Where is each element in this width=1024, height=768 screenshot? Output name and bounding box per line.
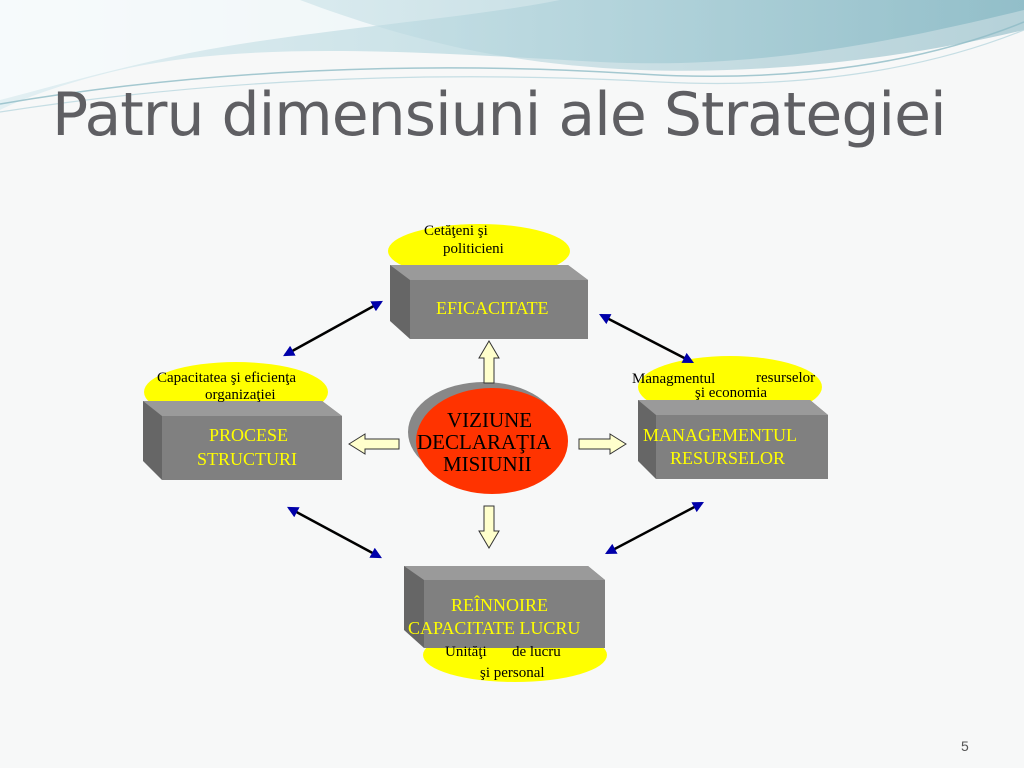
bottom-stakeholder-line2: şi personal — [480, 665, 545, 681]
right-stakeholder-part1: Managmentul — [632, 371, 716, 387]
slide-title: Patru dimensiuni ale Strategiei — [52, 80, 947, 150]
bottom-box-line1: REÎNNOIRE — [451, 595, 548, 615]
center-line2: DECLARAŢIA — [417, 430, 552, 454]
left-stakeholder-line2: organizaţiei — [205, 387, 276, 403]
center-line1: VIZIUNE — [447, 408, 533, 432]
center-line3: MISIUNII — [443, 452, 532, 476]
arrow-top-right — [599, 313, 694, 364]
arrow-top-left — [283, 300, 383, 357]
top-stakeholder-ellipse — [388, 224, 570, 278]
top-stakeholder-line2: politicieni — [443, 241, 504, 257]
right-box-line1: MANAGEMENTUL — [643, 425, 797, 445]
right-box-line2: RESURSELOR — [670, 448, 786, 468]
block-arrow-right — [578, 433, 627, 455]
top-stakeholder-line1: Cetăţeni şi — [424, 223, 488, 239]
right-stakeholder-line2: şi economia — [695, 385, 768, 401]
top-box-label: EFICACITATE — [436, 298, 549, 318]
bottom-stakeholder-part2: de lucru — [512, 644, 561, 660]
block-arrow-up — [478, 340, 500, 384]
header-waves — [0, 0, 1024, 113]
left-box-line2: STRUCTURI — [197, 449, 298, 469]
bottom-stakeholder-part1: Unităţi — [445, 644, 487, 660]
bottom-box-line2: CAPACITATE LUCRU — [408, 618, 581, 638]
arrow-bottom-left — [287, 506, 382, 559]
top-box — [390, 265, 588, 339]
right-stakeholder-part2: resurselor — [756, 370, 816, 386]
block-arrow-left — [348, 433, 400, 455]
arrow-bottom-right — [605, 501, 704, 555]
center-ellipse — [416, 388, 568, 494]
bottom-box — [404, 566, 605, 648]
page-number: 5 — [961, 738, 969, 754]
block-arrow-down — [478, 505, 500, 549]
left-box — [143, 401, 342, 480]
left-box-line1: PROCESE — [209, 425, 289, 445]
right-box — [638, 400, 828, 479]
left-stakeholder-line1: Capacitatea şi eficienţa — [157, 370, 297, 386]
